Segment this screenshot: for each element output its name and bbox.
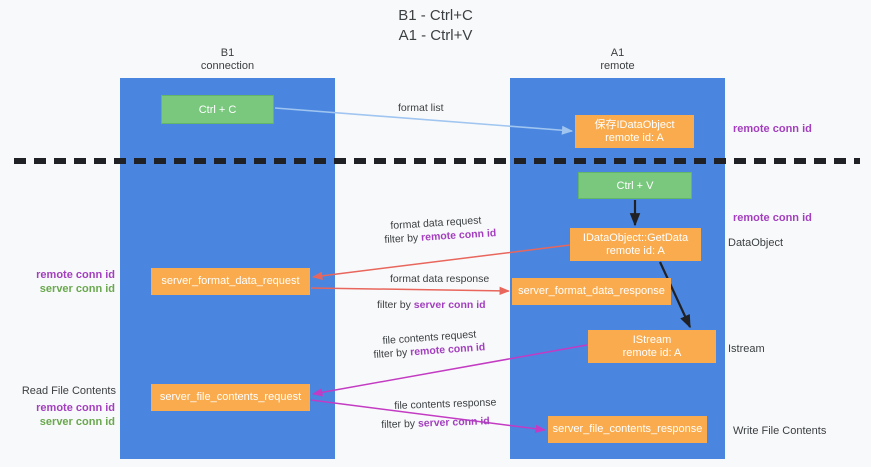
lane-header-b1: B1 connection <box>140 47 315 73</box>
left-remote-conn-id-2: remote conn id <box>36 402 115 414</box>
filter-by-text-1: filter by <box>384 231 419 246</box>
box-server-file-contents-request[interactable]: server_file_contents_request <box>151 384 310 411</box>
box-getdata-line2: remote id: A <box>606 244 665 257</box>
box-istream-line2: remote id: A <box>622 346 682 359</box>
side-label-remote-conn-id-mid: remote conn id <box>733 212 812 224</box>
filter-by-text-2: filter by <box>377 299 411 311</box>
lane-header-b1-role: connection <box>200 60 255 72</box>
left-server-conn-id-1: server conn id <box>39 283 115 295</box>
lane-header-a1: A1 remote <box>530 47 705 73</box>
box-save-idataobject-line2: remote id: A <box>605 131 664 144</box>
side-label-read-file-contents: Read File Contents <box>21 385 116 397</box>
box-server-format-data-request[interactable]: server_format_data_request <box>151 268 310 295</box>
left-server-conn-id-2: server conn id <box>39 416 115 428</box>
box-istream[interactable]: IStream remote id: A <box>588 330 716 363</box>
box-server-file-contents-response-label: server_file_contents_response <box>552 423 703 435</box>
side-label-istream: Istream <box>728 343 765 355</box>
lane-header-a1-role: remote <box>600 60 635 72</box>
side-label-left-conn-ids-top: remote conn id server conn id <box>20 268 115 296</box>
box-ctrl-c-label: Ctrl + C <box>198 103 237 116</box>
server-conn-id-text-1: server conn id <box>413 299 486 311</box>
edge-label-format-data-response: format data response <box>390 273 490 285</box>
box-ctrl-v[interactable]: Ctrl + V <box>578 172 692 199</box>
lane-header-b1-name: B1 <box>220 47 235 59</box>
box-server-file-contents-request-label: server_file_contents_request <box>159 391 302 403</box>
filter-by-text-4: filter by <box>381 417 416 431</box>
box-getdata-line1: IDataObject::GetData <box>582 231 689 244</box>
remote-conn-id-text-1: remote conn id <box>420 227 497 244</box>
box-save-idataobject[interactable]: 保存IDataObject remote id: A <box>575 115 694 148</box>
box-server-format-data-response[interactable]: server_format_data_response <box>512 278 671 305</box>
edge-label-format-list: format list <box>398 102 444 114</box>
box-ctrl-v-label: Ctrl + V <box>616 179 654 192</box>
diagram-title: B1 - Ctrl+C A1 - Ctrl+V <box>0 6 871 46</box>
edge-label-file-contents-response: file contents response <box>394 396 497 412</box>
side-label-left-conn-ids-bottom: remote conn id server conn id <box>20 401 115 429</box>
box-ctrl-c[interactable]: Ctrl + C <box>161 95 274 124</box>
side-label-write-file-contents: Write File Contents <box>733 425 827 437</box>
side-label-dataobject: DataObject <box>728 237 784 249</box>
title-line-2: A1 - Ctrl+V <box>398 27 473 44</box>
left-remote-conn-id-1: remote conn id <box>36 269 115 281</box>
lane-header-a1-name: A1 <box>610 47 625 59</box>
remote-conn-id-text-2: remote conn id <box>409 341 486 359</box>
box-idataobject-getdata[interactable]: IDataObject::GetData remote id: A <box>570 228 701 261</box>
box-istream-line1: IStream <box>632 333 672 346</box>
box-server-format-data-request-label: server_format_data_request <box>161 275 300 287</box>
server-conn-id-text-2: server conn id <box>417 415 490 430</box>
title-line-1: B1 - Ctrl+C <box>398 7 473 24</box>
edge-format-data-response <box>310 286 511 296</box>
side-label-remote-conn-id-top: remote conn id <box>733 123 812 135</box>
filter-by-text-3: filter by <box>373 346 408 361</box>
box-save-idataobject-line1: 保存IDataObject <box>594 118 675 131</box>
box-server-format-data-response-label: server_format_data_response <box>518 285 665 297</box>
box-server-file-contents-response[interactable]: server_file_contents_response <box>548 416 707 443</box>
edge-label-filter-server-1: filter by server conn id <box>377 298 486 312</box>
edge-label-filter-server-2: filter by server conn id <box>381 414 490 432</box>
